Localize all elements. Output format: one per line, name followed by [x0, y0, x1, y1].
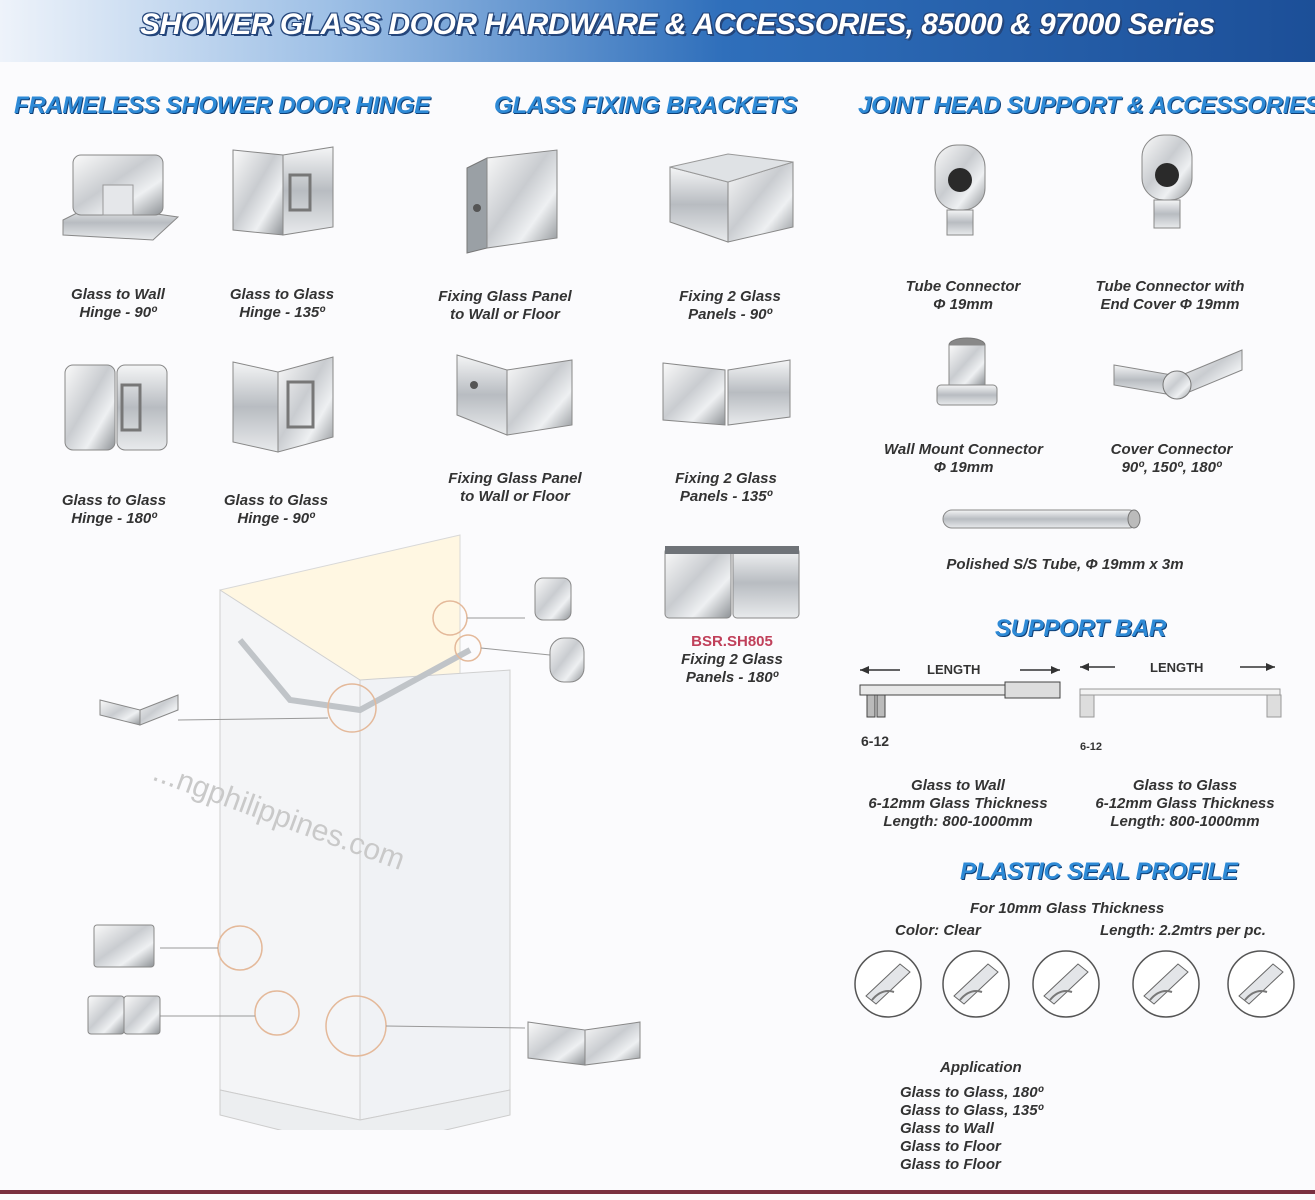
bracket-2-glass-180-image: [664, 546, 800, 619]
seal-length: Length: 2.2mtrs per pc.: [1100, 922, 1266, 939]
section-title-seal: PLASTIC SEAL PROFILE: [960, 858, 1238, 885]
seal-subtitle: For 10mm Glass Thickness: [970, 900, 1165, 917]
application-item: Glass to Glass, 180º: [900, 1084, 1044, 1101]
bottom-rule: [0, 1190, 1315, 1194]
thickness-label: 6-12: [1080, 741, 1103, 753]
header-banner: SHOWER GLASS DOOR HARDWARE & ACCESSORIES…: [0, 0, 1315, 62]
seal-profile-image: [1032, 950, 1100, 1018]
seal-profile-image: [942, 950, 1010, 1018]
hinge-glass-to-glass-180-image: [64, 364, 168, 451]
page-title: SHOWER GLASS DOOR HARDWARE & ACCESSORIES…: [140, 8, 1215, 41]
hinge-glass-to-glass-90-image: [232, 356, 334, 453]
length-label: LENGTH: [1150, 660, 1204, 675]
bracket-2-glass-90-image: [669, 153, 794, 243]
caption-polished-tube: Polished S/S Tube, Φ 19mm x 3m: [946, 556, 1184, 573]
application-item: Glass to Glass, 135º: [900, 1102, 1044, 1119]
hinge-glass-to-wall-90-image: [62, 154, 180, 241]
hinge-glass-to-glass-135-image: [232, 146, 334, 236]
seal-profile-image: [1132, 950, 1200, 1018]
cover-connector-image: [1113, 349, 1243, 400]
application-item: Glass to Floor: [900, 1156, 1001, 1173]
tube-connector-image: [934, 144, 986, 236]
shower-enclosure-illustration: [87, 534, 641, 1130]
polished-tube-image: [942, 509, 1141, 529]
product-code: BSR.SH805: [691, 633, 773, 650]
bracket-wall-floor-2-image: [456, 354, 573, 436]
support-bar-glass-to-glass-diagram: [1079, 663, 1282, 718]
bracket-wall-floor-image: [466, 149, 558, 254]
application-item: Glass to Floor: [900, 1138, 1001, 1155]
application-item: Glass to Wall: [900, 1120, 994, 1137]
section-title-hinge: FRAMELESS SHOWER DOOR HINGE: [14, 92, 430, 119]
seal-profile-image: [1227, 950, 1295, 1018]
section-title-brackets: GLASS FIXING BRACKETS: [494, 92, 798, 119]
length-label: LENGTH: [927, 662, 981, 677]
application-list: Glass to Glass, 180º Glass to Glass, 135…: [900, 1084, 1043, 1174]
section-title-joint: JOINT HEAD SUPPORT & ACCESSORIES: [858, 92, 1315, 119]
support-bar-glass-to-wall-diagram: [859, 666, 1061, 718]
section-title-support-bar: SUPPORT BAR: [995, 615, 1166, 642]
bracket-2-glass-135-image: [662, 359, 791, 426]
wall-mount-connector-image: [936, 337, 998, 406]
thickness-label: 6-12: [861, 733, 890, 749]
seal-profile-image: [854, 950, 922, 1018]
seal-color: Color: Clear: [895, 922, 981, 939]
application-title: Application: [940, 1059, 1022, 1076]
tube-connector-end-cover-image: [1141, 134, 1193, 229]
